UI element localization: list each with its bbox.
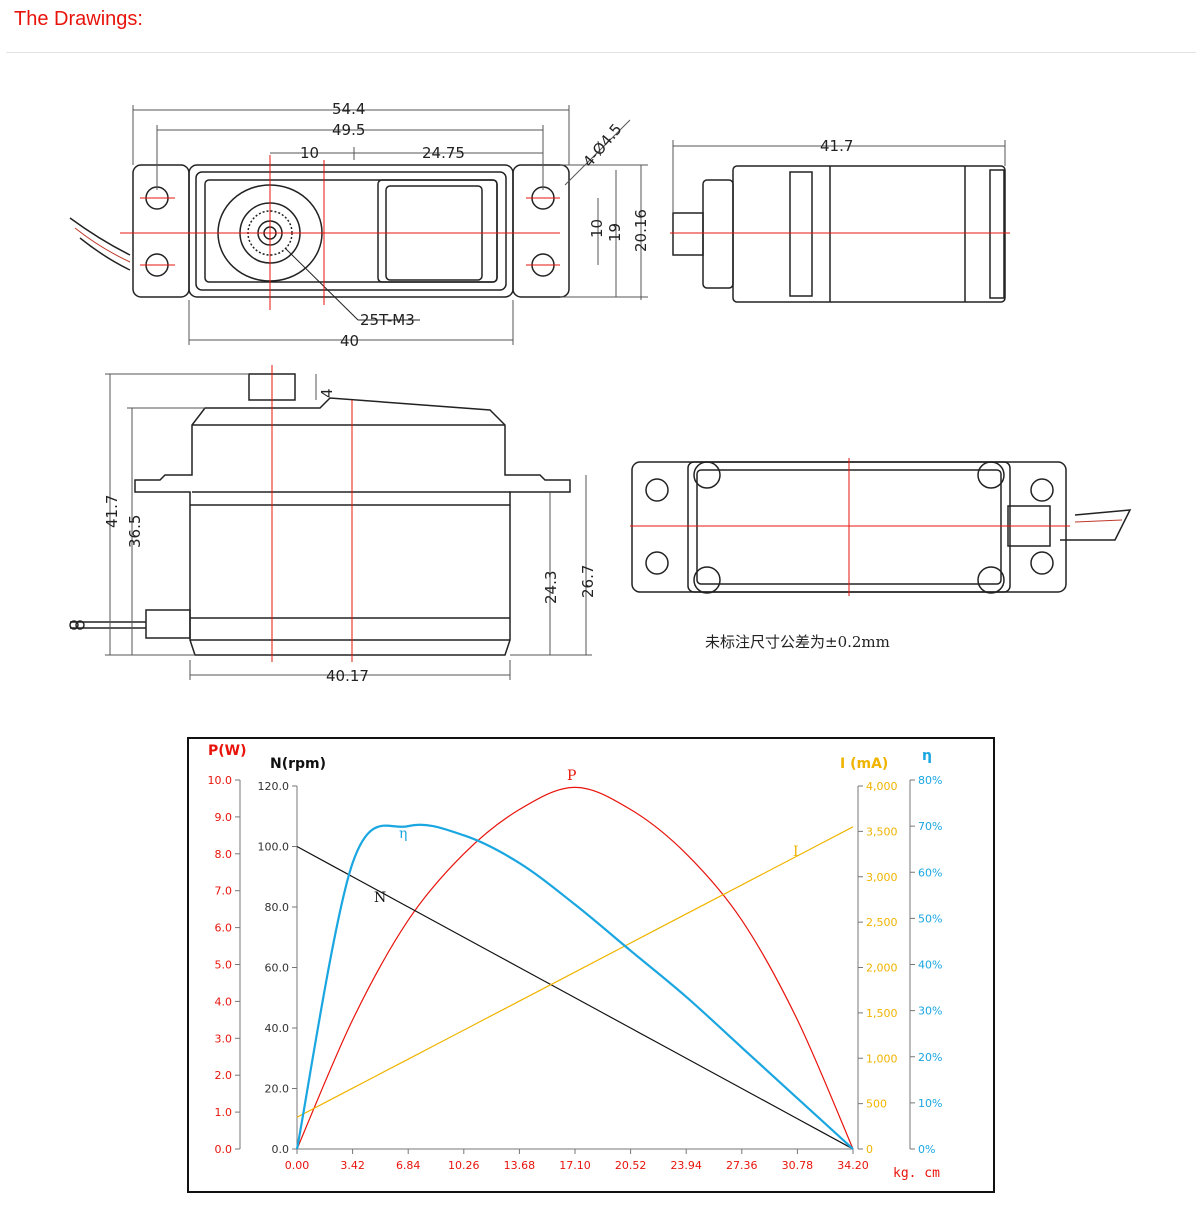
axis-tick-label: 2,500 <box>866 916 898 929</box>
dim-spline-to-hole: 24.75 <box>422 144 465 162</box>
dim-side-length: 41.7 <box>820 137 853 155</box>
dim-front-width: 40.17 <box>326 667 369 685</box>
axis-tick-label: 40% <box>918 959 942 972</box>
x-tick-label: 17.10 <box>559 1159 591 1172</box>
dim-19: 19 <box>606 223 624 242</box>
series-label-N: N <box>374 890 386 906</box>
dim-10: 10 <box>588 219 606 238</box>
x-tick-label: 27.36 <box>726 1159 758 1172</box>
axis-tick-label: 60.0 <box>265 962 290 975</box>
axis-tick-label: 9.0 <box>215 811 233 824</box>
axis-tick-label: 60% <box>918 866 942 879</box>
dim-spline-height: 4 <box>318 388 336 398</box>
chart-frame <box>187 737 995 1193</box>
series-label-P: P <box>567 768 576 784</box>
x-tick-label: 34.20 <box>837 1159 869 1172</box>
x-tick-label: 10.26 <box>448 1159 480 1172</box>
axis-tick-label: 1,000 <box>866 1052 898 1065</box>
axis-tick-label: 0% <box>918 1143 935 1156</box>
x-tick-label: 0.00 <box>285 1159 310 1172</box>
axis-tick-label: 70% <box>918 820 942 833</box>
axis-tick-label: 30% <box>918 1005 942 1018</box>
top-view <box>69 164 570 321</box>
axis-tick-label: 4.0 <box>215 995 233 1008</box>
axis-tick-label: 3.0 <box>215 1032 233 1045</box>
x-tick-label: 3.42 <box>340 1159 365 1172</box>
series-line-η <box>295 823 854 1150</box>
axis-tick-label: 2,000 <box>866 962 898 975</box>
axis-tick-label: 500 <box>866 1098 887 1111</box>
axis-tick-label: 80% <box>918 774 942 787</box>
axis-tick-label: 10.0 <box>208 774 233 787</box>
axis-tick-label: 8.0 <box>215 848 233 861</box>
axis-tick-label: 120.0 <box>258 780 290 793</box>
x-tick-label: 30.78 <box>782 1159 814 1172</box>
dim-holes: 4-Ø4.5 <box>579 120 625 170</box>
axis-tick-label: 4,000 <box>866 780 898 793</box>
dim-spline: 25T-M3 <box>360 311 415 329</box>
axis-tick-label: 0.0 <box>272 1143 290 1156</box>
x-tick-label: 6.84 <box>396 1159 421 1172</box>
bottom-view <box>631 461 1132 594</box>
dim-total-height: 41.7 <box>103 495 121 528</box>
series-label-I: I <box>793 844 799 860</box>
tolerance-note: 未标注尺寸公差为±0.2mm <box>705 633 890 651</box>
x-tick-label: 23.94 <box>670 1159 702 1172</box>
axis-tick-label: 20% <box>918 1051 942 1064</box>
axis-tick-label: 10% <box>918 1097 942 1110</box>
axis-tick-label: 80.0 <box>265 901 290 914</box>
axis-tick-label: 2.0 <box>215 1069 233 1082</box>
axis-tick-label: 0 <box>866 1143 873 1156</box>
dim-20-16: 20.16 <box>632 209 650 252</box>
axis-title-2: I (mA) <box>840 756 888 772</box>
dim-mount-height: 26.7 <box>579 565 597 598</box>
bottom-view-centerlines <box>630 458 1070 596</box>
series-label-η: η <box>399 826 407 842</box>
axis-title-1: N(rpm) <box>270 756 326 772</box>
side-view-dimension <box>672 140 1006 213</box>
axis-title-3: η <box>922 748 932 764</box>
axis-title-0: P(W) <box>208 743 247 759</box>
axis-tick-label: 40.0 <box>265 1022 290 1035</box>
dim-overall-length: 54.4 <box>332 100 365 118</box>
axis-tick-label: 1.0 <box>215 1106 233 1119</box>
top-view-dimension-lines <box>132 105 648 345</box>
axis-tick-label: 3,500 <box>866 825 898 838</box>
front-view-centerlines <box>271 365 353 662</box>
x-axis-title: kg. cm <box>893 1166 940 1181</box>
axis-tick-label: 0.0 <box>215 1143 233 1156</box>
side-view <box>672 165 1006 303</box>
front-view-dimension-lines <box>105 373 592 680</box>
dim-mount-to-bottom: 24.3 <box>542 571 560 604</box>
x-tick-label: 13.68 <box>504 1159 536 1172</box>
axis-tick-label: 20.0 <box>265 1083 290 1096</box>
axis-tick-label: 7.0 <box>215 885 233 898</box>
axis-tick-label: 1,500 <box>866 1007 898 1020</box>
axis-tick-label: 6.0 <box>215 922 233 935</box>
page-title: The Drawings: <box>14 8 143 30</box>
dim-spline-offset: 10 <box>300 144 319 162</box>
axis-tick-label: 50% <box>918 912 942 925</box>
x-tick-label: 20.52 <box>615 1159 647 1172</box>
dim-hole-pitch: 49.5 <box>332 121 365 139</box>
divider <box>6 52 1196 53</box>
top-view-centerlines <box>120 155 560 310</box>
dim-body-width: 40 <box>340 332 359 350</box>
front-view <box>69 373 571 656</box>
axis-tick-label: 5.0 <box>215 959 233 972</box>
dim-body-height: 36.5 <box>126 515 144 548</box>
performance-chart: 0.0 1.0 2.0 3.0 4.0 5.0 6.0 7.0 8.0 9.0 10.0 P(W) 0.… <box>208 743 943 1181</box>
axis-tick-label: 100.0 <box>258 841 290 854</box>
axis-tick-label: 3,000 <box>866 871 898 884</box>
